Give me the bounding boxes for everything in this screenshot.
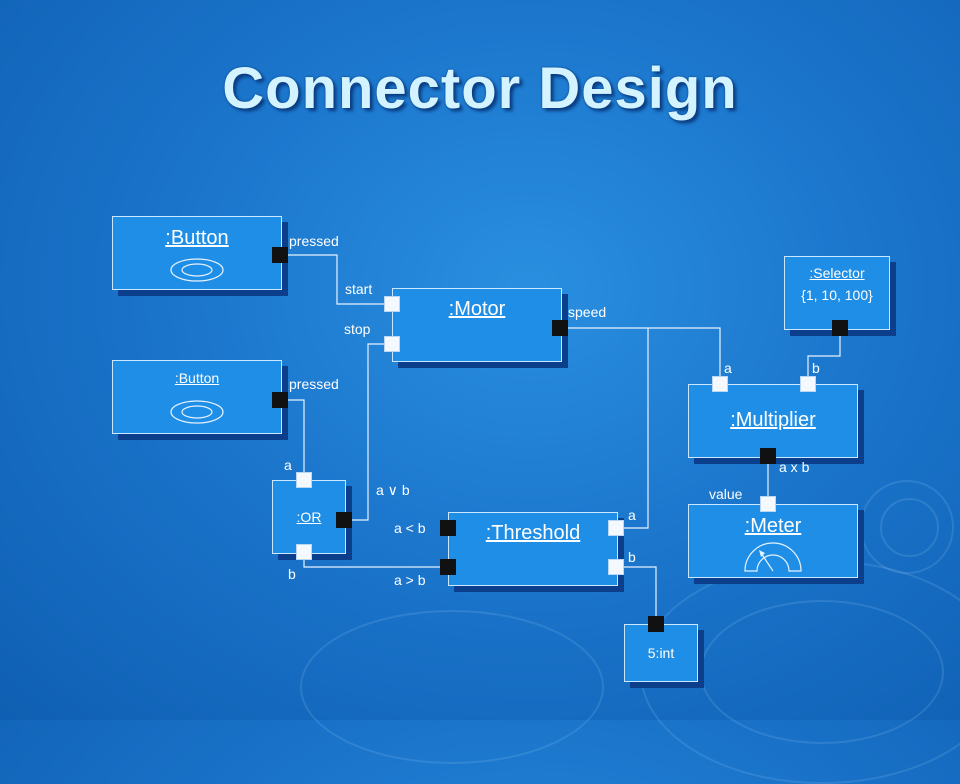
meter-component[interactable]: :Meter — [688, 504, 858, 578]
port-label: a > b — [394, 572, 426, 588]
motor-stop-port[interactable] — [384, 336, 400, 352]
port-label: a x b — [779, 459, 810, 475]
multiplier-b-port[interactable] — [800, 376, 816, 392]
port-label: b — [812, 360, 820, 376]
ripple-decoration — [860, 480, 954, 574]
port-label: stop — [344, 321, 371, 337]
button-component-2[interactable]: :Button — [112, 360, 282, 434]
component-name: :Threshold — [485, 522, 581, 544]
push-button-icon — [170, 400, 224, 424]
gauge-icon — [744, 542, 802, 572]
component-name: :Button — [174, 370, 220, 386]
selector-output-port[interactable] — [832, 320, 848, 336]
ripple-decoration — [880, 498, 939, 557]
wire-threshold-b-constant — [624, 566, 657, 616]
multiplier-component[interactable]: :Multiplier — [688, 384, 858, 458]
port-label: pressed — [289, 376, 339, 392]
threshold-gt-port[interactable] — [440, 559, 456, 575]
component-name: 5:int — [647, 645, 675, 661]
port-label: b — [288, 566, 296, 582]
multiplier-output-port[interactable] — [760, 448, 776, 464]
slide-title: Connector Design — [222, 56, 738, 121]
wire-or-stop — [352, 343, 384, 521]
component-name: :Meter — [744, 515, 802, 537]
motor-component[interactable]: :Motor — [392, 288, 562, 362]
button2-pressed-port[interactable] — [272, 392, 288, 408]
wire-speed-a — [568, 327, 721, 378]
threshold-lt-port[interactable] — [440, 520, 456, 536]
port-label: a — [628, 507, 636, 523]
port-label: a — [724, 360, 732, 376]
wire-threshold-a-speed — [624, 328, 649, 529]
wire-pressed-start — [288, 254, 384, 305]
constant-component[interactable]: 5:int — [624, 624, 698, 682]
threshold-a-port[interactable] — [608, 520, 624, 536]
port-label: start — [345, 281, 373, 297]
threshold-component[interactable]: :Threshold — [448, 512, 618, 586]
port-label: a < b — [394, 520, 426, 536]
port-label: pressed — [289, 233, 339, 249]
or-component[interactable]: :OR — [272, 480, 346, 554]
component-name: :Button — [165, 227, 229, 249]
button-component-1[interactable]: :Button — [112, 216, 282, 290]
port-label: speed — [568, 304, 607, 320]
wire-pressed-or-a — [288, 399, 305, 472]
threshold-b-port[interactable] — [608, 559, 624, 575]
component-name: :OR — [296, 509, 322, 525]
wire-or-b-threshold — [303, 560, 440, 568]
or-b-port[interactable] — [296, 544, 312, 560]
motor-speed-port[interactable] — [552, 320, 568, 336]
meter-value-port[interactable] — [760, 496, 776, 512]
connector-wires — [288, 254, 841, 616]
port-label: value — [709, 486, 743, 502]
port-label: a — [284, 457, 292, 473]
or-output-port[interactable] — [336, 512, 352, 528]
constant-output-port[interactable] — [648, 616, 664, 632]
motor-start-port[interactable] — [384, 296, 400, 312]
multiplier-a-port[interactable] — [712, 376, 728, 392]
button1-pressed-port[interactable] — [272, 247, 288, 263]
port-label: b — [628, 549, 636, 565]
component-name: :Selector — [809, 265, 865, 281]
port-label: a ∨ b — [376, 482, 410, 498]
component-name: :Motor — [448, 298, 506, 320]
push-button-icon — [170, 258, 224, 282]
or-a-port[interactable] — [296, 472, 312, 488]
wire-selector-b — [807, 336, 841, 378]
selector-values: {1, 10, 100} — [801, 287, 873, 303]
component-name: :Multiplier — [730, 409, 816, 431]
selector-component[interactable]: :Selector {1, 10, 100} — [784, 256, 890, 330]
